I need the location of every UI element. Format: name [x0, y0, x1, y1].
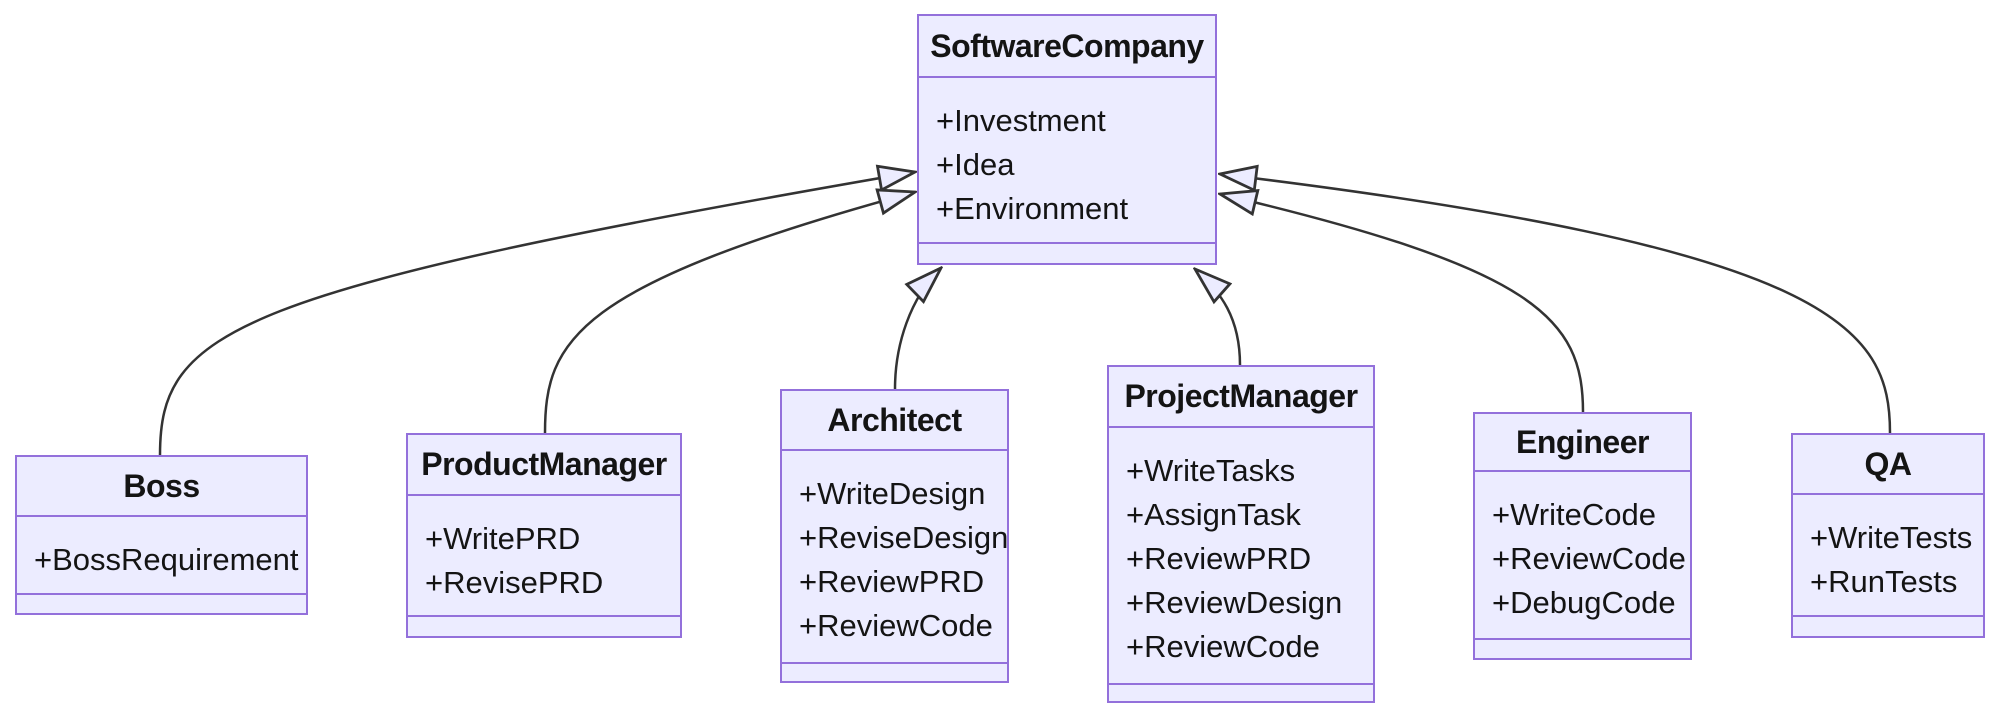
inheritance-edge-qa-to-softwarecompany [1220, 174, 1892, 434]
class-attribute: +AssignTask [1126, 497, 1301, 532]
class-title-engineer: Engineer [1475, 414, 1690, 472]
class-attribute: +DebugCode [1492, 585, 1676, 620]
class-attribute: +ReviewDesign [1126, 585, 1343, 620]
inheritance-edge-boss-to-softwarecompany [158, 172, 915, 456]
class-methods-empty [782, 664, 1007, 681]
class-attribute: +Environment [936, 191, 1129, 226]
class-attributes: +Investment +Idea +Environment [919, 78, 1215, 244]
inheritance-edge-engineer-to-softwarecompany [1220, 194, 1585, 413]
class-attribute: +ReviseDesign [799, 520, 1007, 555]
class-attribute: +ReviewPRD [1126, 541, 1312, 576]
class-title-qa: QA [1793, 435, 1983, 495]
class-attribute: +ReviewCode [1126, 629, 1320, 664]
class-methods-empty [17, 595, 306, 613]
class-attributes: +WriteTests +RunTests [1793, 495, 1983, 617]
class-box-softwarecompany: SoftwareCompany +Investment +Idea +Environm… [917, 14, 1217, 265]
class-attribute: +ReviewPRD [799, 564, 985, 599]
class-box-qa: QA +WriteTests +RunTests [1791, 433, 1985, 638]
class-title-architect: Architect [782, 391, 1007, 451]
class-box-architect: Architect +WriteDesign +ReviseDesign +Revie… [780, 389, 1009, 683]
class-attributes: +WriteTasks +AssignTask +ReviewPRD +ReviewD… [1109, 428, 1373, 685]
class-attribute: +BossRequirement [34, 542, 299, 577]
class-box-engineer: Engineer +WriteCode +ReviewCode +DebugCode [1473, 412, 1692, 660]
class-attribute: +Idea [936, 147, 1015, 182]
class-methods-empty [1475, 640, 1690, 658]
inheritance-edge-projectmanager-to-softwarecompany [1195, 269, 1242, 366]
class-attribute: +WritePRD [425, 521, 581, 556]
class-attributes: +WritePRD +RevisePRD [408, 496, 680, 617]
class-title-softwarecompany: SoftwareCompany [919, 16, 1215, 78]
class-box-productmanager: ProductManager +WritePRD +RevisePRD [406, 433, 682, 638]
class-title-projectmanager: ProjectManager [1109, 367, 1373, 428]
class-box-boss: Boss +BossRequirement [15, 455, 308, 615]
class-title-boss: Boss [17, 457, 306, 517]
class-attribute: +ReviewCode [1492, 541, 1686, 576]
class-attribute: +RevisePRD [425, 565, 604, 600]
class-attribute: +WriteTasks [1126, 453, 1296, 488]
class-attribute: +WriteTests [1810, 520, 1973, 555]
class-methods-empty [408, 617, 680, 636]
inheritance-edge-productmanager-to-softwarecompany [543, 192, 915, 434]
class-methods-empty [1793, 617, 1983, 636]
inheritance-edge-architect-to-softwarecompany [893, 268, 941, 390]
class-attributes: +WriteCode +ReviewCode +DebugCode [1475, 472, 1690, 640]
class-attribute: +ReviewCode [799, 608, 993, 643]
class-title-productmanager: ProductManager [408, 435, 680, 496]
class-methods-empty [919, 244, 1215, 263]
class-box-projectmanager: ProjectManager +WriteTasks +AssignTask +Rev… [1107, 365, 1375, 703]
class-attribute: +WriteCode [1492, 497, 1656, 532]
class-attribute: +WriteDesign [799, 476, 986, 511]
class-attribute: +Investment [936, 103, 1106, 138]
class-attributes: +BossRequirement [17, 517, 306, 595]
class-methods-empty [1109, 685, 1373, 701]
class-attribute: +RunTests [1810, 564, 1958, 599]
class-attributes: +WriteDesign +ReviseDesign +ReviewPRD +Revi… [782, 451, 1007, 664]
